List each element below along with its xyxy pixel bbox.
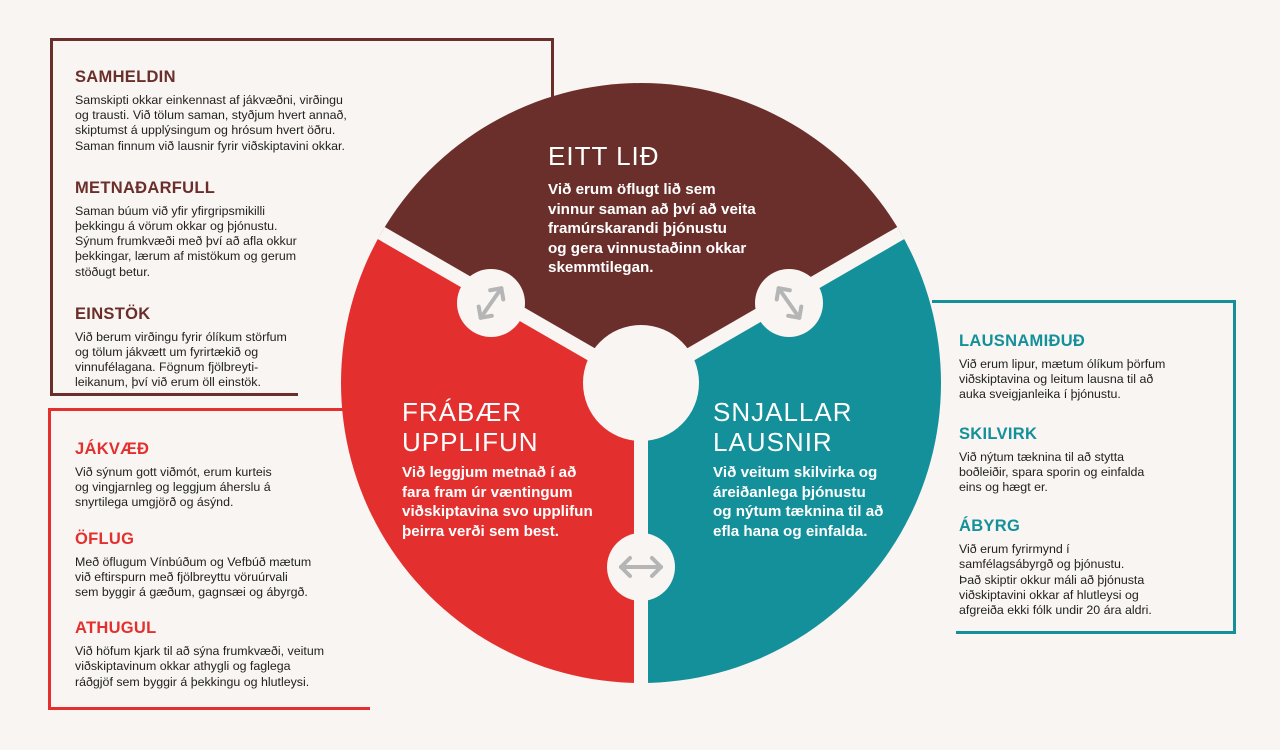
brown-frame-bottom — [50, 393, 298, 396]
segment-title-right: SNJALLAR LAUSNIR — [713, 397, 853, 457]
value-item: LAUSNAMIÐUÐ Við erum lipur, mætum ólíkum… — [959, 332, 1219, 403]
red-values-column: JÁKVÆÐ Við sýnum gott viðmót, erum kurte… — [75, 440, 365, 709]
wheel-center — [583, 325, 699, 441]
value-item: ÖFLUG Með öflugum Vínbúðum og Vefbúð mæt… — [75, 530, 365, 601]
value-item: EINSTÖK Við berum virðingu fyrir ólíkum … — [75, 305, 395, 391]
horizontal-double-arrow-icon — [607, 533, 675, 601]
value-text: Við sýnum gott viðmót, erum kurteis og v… — [75, 465, 272, 510]
segment-text-right: Við veitum skilvirka og áreiðanlega þjón… — [713, 464, 884, 540]
value-title: ATHUGUL — [75, 619, 157, 638]
segment-text-left: Við leggjum metnað í að fara fram úr væn… — [402, 464, 593, 540]
teal-frame-bottom — [956, 631, 1236, 634]
value-item: SAMHELDIN Samskipti okkar einkennast af … — [75, 68, 395, 154]
value-title: JÁKVÆÐ — [75, 440, 150, 458]
value-item: METNAÐARFULL Saman búum við yfir yfirgri… — [75, 179, 395, 280]
value-text: Við berum virðingu fyrir ólíkum störfum … — [75, 329, 287, 390]
segment-text-top: Við erum öflugt lið sem vinnur saman að … — [548, 181, 756, 276]
brown-values-column: SAMHELDIN Samskipti okkar einkennast af … — [75, 68, 395, 416]
teal-values-column: LAUSNAMIÐUÐ Við erum lipur, mætum ólíkum… — [959, 332, 1219, 640]
value-item: SKILVIRK Við nýtum tæknina til að stytta… — [959, 425, 1219, 496]
value-text: Við nýtum tæknina til að stytta boðleiði… — [959, 449, 1145, 495]
value-title: METNAÐARFULL — [75, 178, 216, 197]
value-text: Saman búum við yfir yfirgripsmikilli þek… — [75, 203, 297, 279]
value-title: EINSTÖK — [75, 304, 151, 323]
value-title: SKILVIRK — [959, 424, 1038, 443]
value-item: JÁKVÆÐ Við sýnum gott viðmót, erum kurte… — [75, 440, 365, 511]
value-title: ÖFLUG — [75, 529, 135, 548]
red-frame — [48, 408, 370, 710]
value-text: Við erum fyrirmynd í samfélagsábyrgð og … — [959, 542, 1152, 618]
value-item: ÁBYRG Við erum fyrirmynd í samfélagsábyr… — [959, 517, 1219, 618]
teal-frame — [932, 300, 1236, 634]
segment-title-left: FRÁBÆR UPPLIFUN — [402, 397, 539, 457]
value-title: SAMHELDIN — [75, 68, 176, 86]
value-text: Við erum lipur, mætum ólíkum þörfum viðs… — [959, 357, 1166, 402]
value-text: Samskipti okkar einkennast af jákvæðni, … — [75, 93, 347, 153]
wheel-segment-top — [381, 83, 901, 384]
value-item: ATHUGUL Við höfum kjark til að sýna frum… — [75, 619, 365, 690]
diagonal-double-arrow-icon — [755, 269, 823, 337]
value-text: Við höfum kjark til að sýna frumkvæði, v… — [75, 644, 325, 689]
segment-title-top: EITT LIÐ — [548, 141, 660, 171]
value-text: Með öflugum Vínbúðum og Vefbúð mætum við… — [75, 554, 312, 600]
diagonal-double-arrow-icon — [457, 269, 525, 337]
value-title: LAUSNAMIÐUÐ — [959, 332, 1086, 350]
value-title: ÁBYRG — [959, 517, 1021, 536]
